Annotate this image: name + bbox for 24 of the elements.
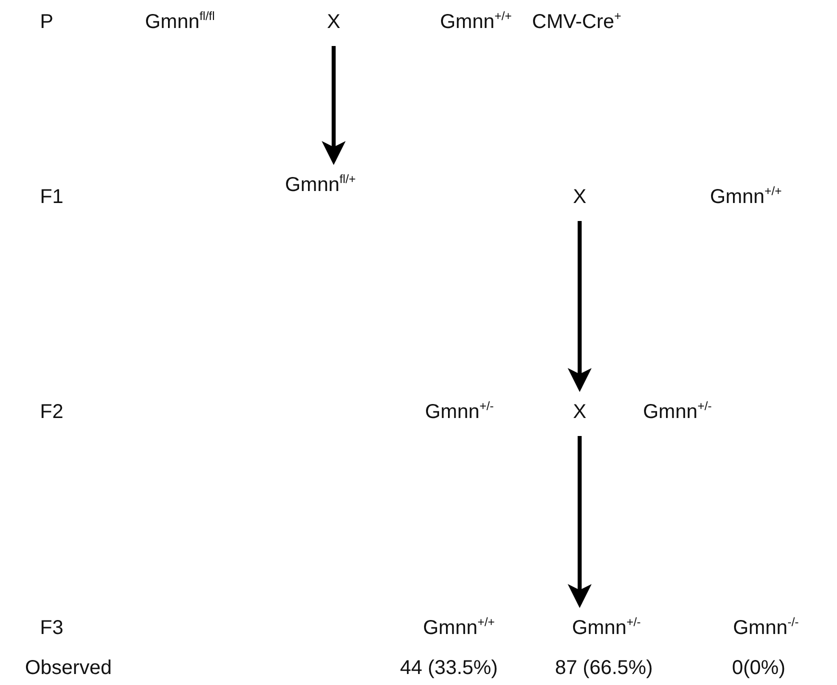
label-text: CMV-Cre$^{+}$ (532, 10, 622, 34)
label-text: F1 (40, 185, 64, 209)
label-text: Gmnn$^{+/+}$ (423, 616, 495, 640)
label-text: 0(0%) (732, 656, 786, 680)
arrow (322, 46, 346, 165)
arrow (568, 436, 592, 608)
label-text: Observed (25, 656, 112, 680)
label-text: Gmnn$^{+/-}$ (425, 400, 494, 424)
genotype-label: X (573, 400, 586, 424)
label-text: Gmnn$^{fl/fl}$ (145, 10, 215, 34)
label-text: F2 (40, 400, 64, 424)
genotype-label: X (573, 185, 586, 209)
label-text: F3 (40, 616, 64, 640)
label-text: P (40, 10, 54, 34)
genotype-label: X (327, 10, 340, 34)
label-text: 87 (66.5%) (555, 656, 653, 680)
label-text: Gmnn$^{+/+}$ (440, 10, 512, 34)
label-text: Gmnn$^{-/-}$ (733, 616, 799, 640)
label-text: 44 (33.5%) (400, 656, 498, 680)
label-text: Gmnn$^{+/+}$ (710, 185, 782, 209)
genotype-label: Gmnn$^{fl/+}$ (285, 173, 356, 197)
label-text: Gmnn$^{+/-}$ (643, 400, 712, 424)
genotype-label: Gmnn$^{+/-}$ (572, 616, 641, 640)
arrow (568, 221, 592, 392)
